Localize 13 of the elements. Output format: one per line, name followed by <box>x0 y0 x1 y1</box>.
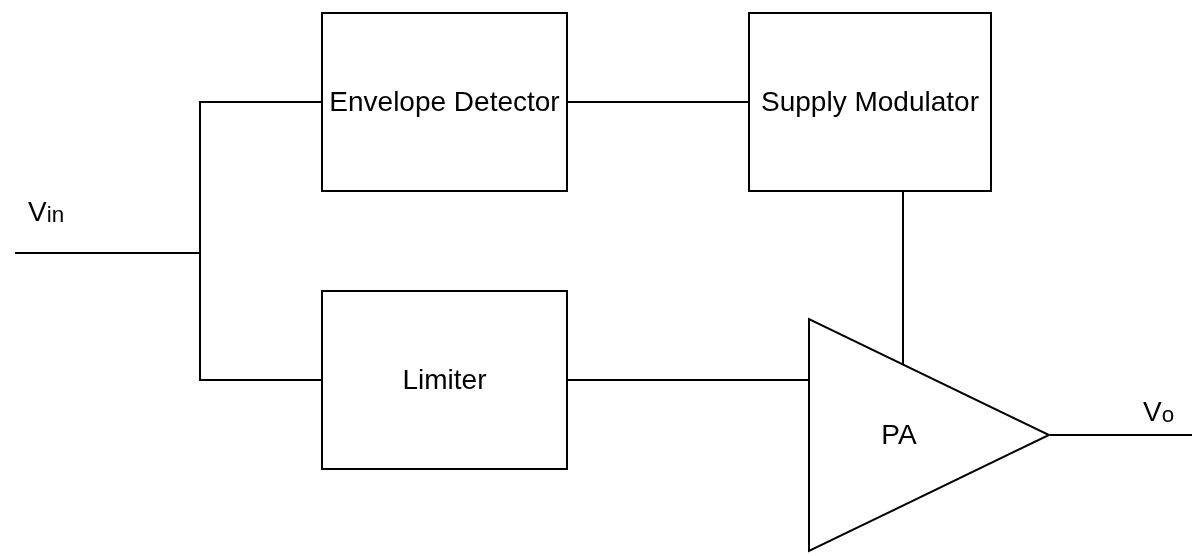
connector-line <box>14 252 322 381</box>
connector-line <box>567 379 809 381</box>
amplifier-triangle <box>808 318 1050 552</box>
process-box <box>321 12 568 192</box>
connector-line <box>902 191 904 365</box>
block-label: Envelope Detector <box>329 85 560 119</box>
process-box <box>321 290 568 470</box>
block-label: PA <box>881 418 917 452</box>
block-label: Supply Modulator <box>761 85 979 119</box>
process-box <box>748 12 992 192</box>
connector-line <box>567 101 749 103</box>
connector-line <box>1049 434 1192 436</box>
block-label: Limiter <box>402 363 487 397</box>
